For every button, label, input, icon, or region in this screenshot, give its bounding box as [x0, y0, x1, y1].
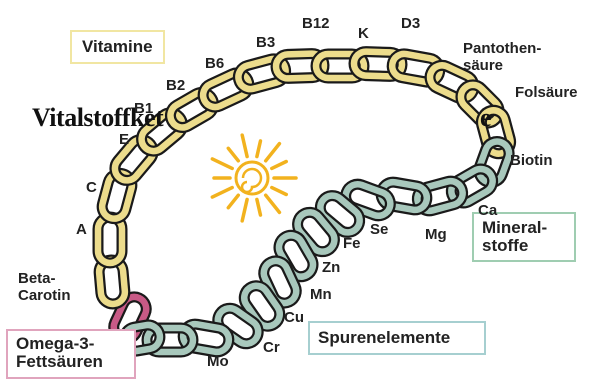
label-d3: D3 [401, 16, 420, 31]
sun-ray [212, 159, 232, 169]
label-b3: B3 [256, 35, 275, 50]
label-b6: B6 [205, 56, 224, 71]
sun-ray [228, 195, 238, 208]
label-b2: B2 [166, 78, 185, 93]
vitamine-group-label: Vitamine [82, 37, 153, 56]
chain-links [98, 51, 513, 354]
sun-ray [272, 188, 286, 195]
spurenelemente-group-label: Spurenelemente [318, 328, 450, 347]
label-b1: B1 [134, 101, 153, 116]
sun-ray [266, 195, 280, 212]
label-mo: Mo [207, 354, 229, 369]
page-title-end: e [480, 103, 492, 133]
sun-ray [212, 188, 232, 198]
label-a: A [76, 222, 87, 237]
sun-ray [228, 148, 238, 161]
chain-link [110, 135, 158, 186]
label-k: K [358, 26, 369, 41]
label-fe: Fe [343, 236, 361, 251]
label-ca: Ca [478, 203, 497, 218]
sun-swirl [242, 169, 261, 192]
spurenelemente-group-box: Spurenelemente [308, 321, 486, 355]
omega-label-line1: Omega-3- [16, 335, 126, 353]
label-cr: Cr [263, 340, 280, 355]
sun-ray [242, 199, 247, 220]
label-cu: Cu [284, 310, 304, 325]
mineralstoffe-group-box: Mineral- stoffe [472, 212, 576, 262]
omega-label-line2: Fettsäuren [16, 353, 126, 371]
label-mg: Mg [425, 227, 447, 242]
label-se: Se [370, 222, 388, 237]
mineralstoffe-label-line2: stoffe [482, 237, 566, 255]
label-b12: B12 [302, 16, 330, 31]
label-c: C [86, 180, 97, 195]
mineralstoffe-label-line1: Mineral- [482, 219, 566, 237]
sun-ray [242, 135, 247, 156]
sun-ray [272, 162, 286, 169]
sun-ray [266, 144, 280, 161]
label-biotin: Biotin [510, 153, 553, 168]
sun-ray [257, 141, 261, 157]
omega-3-group-box: Omega-3- Fettsäuren [6, 329, 136, 379]
label-folsaeure: Folsäure [515, 85, 578, 100]
sun-icon [212, 135, 296, 221]
label-zn: Zn [322, 260, 340, 275]
label-mn: Mn [310, 287, 332, 302]
label-beta-carotin: Beta- Carotin [18, 270, 71, 305]
sun-ray [257, 199, 261, 215]
label-pantothensaeure: Pantothen- säure [463, 40, 541, 75]
label-e: E [119, 132, 129, 147]
vitamine-group-box: Vitamine [70, 30, 165, 64]
